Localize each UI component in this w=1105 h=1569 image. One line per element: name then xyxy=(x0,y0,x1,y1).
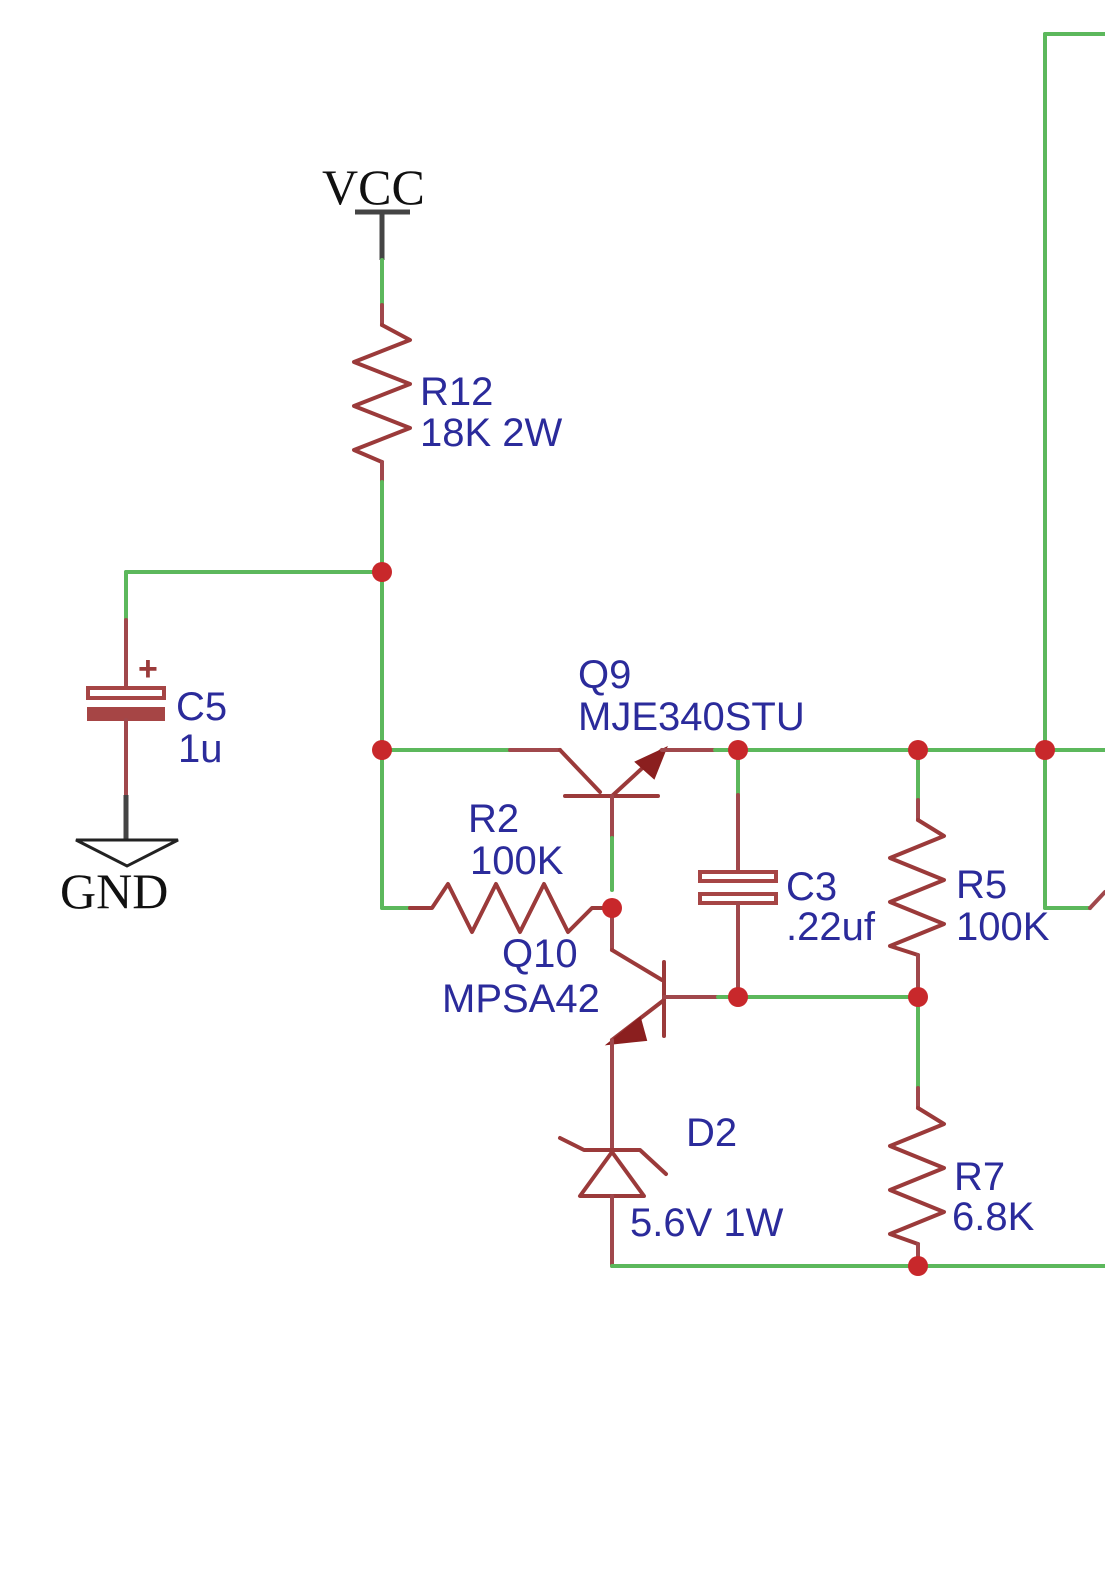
d2-value: 5.6V 1W xyxy=(630,1201,784,1245)
r2-value: 100K xyxy=(470,839,564,883)
junction-dot xyxy=(602,898,622,918)
transistor-q9: Q9 MJE340STU xyxy=(508,653,805,840)
r12-ref: R12 xyxy=(420,370,493,414)
resistor-r7: R7 6.8K xyxy=(888,1086,1035,1268)
r7-ref: R7 xyxy=(954,1155,1005,1199)
junction-dot xyxy=(1035,740,1055,760)
c5-ref: C5 xyxy=(176,685,227,729)
wire xyxy=(1088,890,1105,910)
vcc-label: VCC xyxy=(322,159,425,215)
resistor-r12: R12 18K 2W xyxy=(352,303,563,484)
c3-ref: C3 xyxy=(786,865,837,909)
junction-dot xyxy=(908,1256,928,1276)
q9-ref: Q9 xyxy=(578,653,631,697)
q9-value: MJE340STU xyxy=(578,695,805,739)
gnd-symbol: GND xyxy=(60,795,179,919)
r2-ref: R2 xyxy=(468,797,519,841)
r12-value: 18K 2W xyxy=(420,411,563,455)
resistor-r5: R5 100K xyxy=(888,748,1050,999)
gnd-label: GND xyxy=(60,863,168,919)
resistor-r2: R2 100K xyxy=(408,797,614,934)
q10-ref: Q10 xyxy=(502,932,578,976)
junction-dot xyxy=(728,740,748,760)
zener-diode-d2: D2 5.6V 1W xyxy=(558,1098,784,1268)
capacitor-c5: + C5 1u xyxy=(86,618,227,797)
c5-value: 1u xyxy=(178,727,223,771)
c3-value: .22uf xyxy=(786,905,876,949)
r5-ref: R5 xyxy=(956,863,1007,907)
vcc-symbol: VCC xyxy=(322,159,425,260)
c5-polarity: + xyxy=(138,650,158,688)
junction-dot xyxy=(728,987,748,1007)
r7-value: 6.8K xyxy=(952,1195,1035,1239)
transistor-q10: Q10 MPSA42 xyxy=(442,906,720,1102)
q10-value: MPSA42 xyxy=(442,977,600,1021)
junction-dot xyxy=(372,562,392,582)
junction-dot xyxy=(372,740,392,760)
junction-dot xyxy=(908,987,928,1007)
capacitor-c3: C3 .22uf xyxy=(698,748,876,999)
d2-ref: D2 xyxy=(686,1111,737,1155)
r5-value: 100K xyxy=(956,905,1050,949)
junctions xyxy=(372,562,1055,1276)
junction-dot xyxy=(908,740,928,760)
